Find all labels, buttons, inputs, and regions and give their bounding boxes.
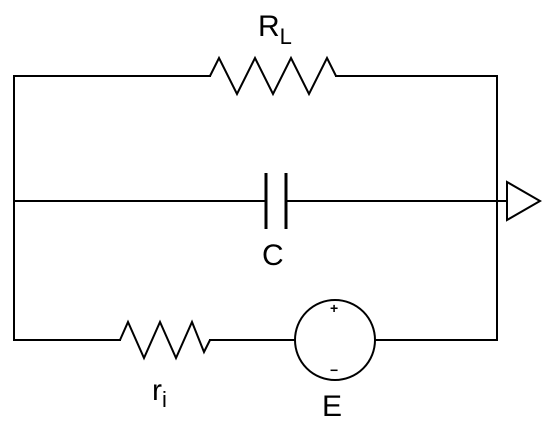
load-resistor-symbol xyxy=(209,55,337,97)
source-negative-sign: − xyxy=(330,362,338,378)
capacitor-label: C xyxy=(262,239,284,272)
internal-resistor-symbol xyxy=(119,319,211,361)
load-resistor-label: RL xyxy=(258,10,292,49)
output-arrow xyxy=(506,180,543,222)
source-positive-sign: + xyxy=(330,300,338,316)
source-label: E xyxy=(322,390,342,423)
internal-resistor-label: ri xyxy=(152,374,167,412)
